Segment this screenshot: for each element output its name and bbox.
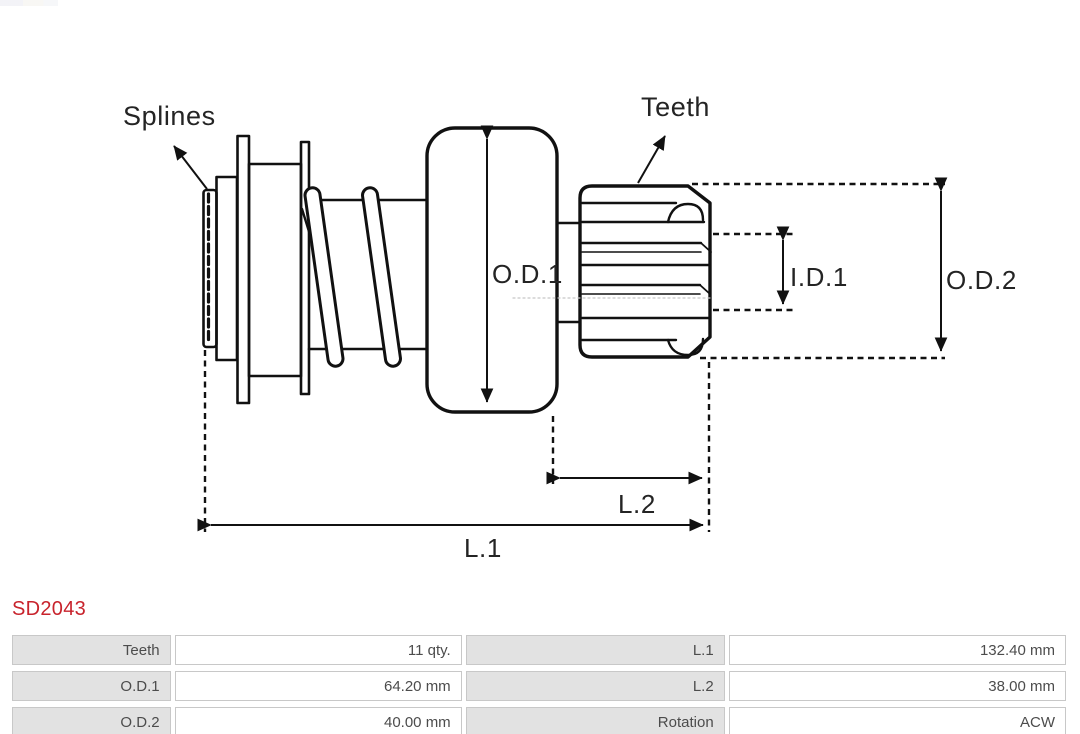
technical-diagram: Splines Teeth O.D.1 I.D.1 O.D.2 L.2 L.1 [123,92,1017,563]
spec-value-rotation: ACW [728,707,1066,734]
part-spec-section: SD2043 Teeth 11 qty. L.1 132.40 mm O.D.1… [0,586,1080,734]
teeth-label: Teeth [641,92,710,122]
front-flange-disc [236,134,251,405]
od2-label: O.D.2 [946,265,1017,295]
starter-drive-outline [202,126,712,414]
spec-value-l2: 38.00 mm [728,671,1066,701]
spec-value-l1: 132.40 mm [728,635,1066,665]
splines-label: Splines [123,101,216,131]
spring-coil-2 [361,186,402,368]
spring-coil-1 [303,186,345,368]
spec-value-teeth: 11 qty. [174,635,462,665]
dimension-arrows [173,125,948,532]
table-row: Teeth 11 qty. L.1 132.40 mm [12,635,1066,665]
spec-value-od1: 64.20 mm [174,671,462,701]
top-left-artifact [0,0,58,6]
part-number: SD2043 [12,598,87,620]
spec-label-rotation: Rotation [465,707,725,734]
spec-table: Teeth 11 qty. L.1 132.40 mm O.D.1 64.20 … [8,629,1070,734]
spec-label-l2: L.2 [465,671,725,701]
id1-label: I.D.1 [790,262,848,292]
pinion-teeth-lines [580,201,712,357]
spline-hub [215,175,239,362]
spec-label-od1: O.D.1 [12,671,171,701]
pinion-gear [578,184,712,359]
spec-label-l1: L.1 [465,635,725,665]
l2-label: L.2 [618,489,656,519]
spec-label-teeth: Teeth [12,635,171,665]
rear-flange-disc [299,140,311,396]
table-row: O.D.1 64.20 mm L.2 38.00 mm [12,671,1066,701]
spec-value-od2: 40.00 mm [174,707,462,734]
spec-label-od2: O.D.2 [12,707,171,734]
od1-label: O.D.1 [492,259,563,289]
table-row: O.D.2 40.00 mm Rotation ACW [12,707,1066,734]
teeth-leader-arrow [637,135,666,184]
splines-leader-arrow [173,145,208,190]
spacer-cylinder [247,162,303,378]
l1-label: L.1 [464,533,502,563]
